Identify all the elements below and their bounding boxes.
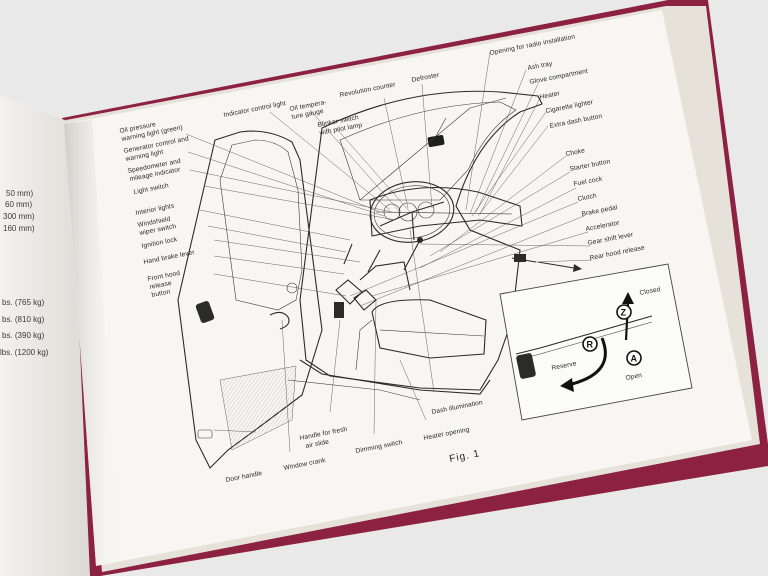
spec-item: 160 mm) — [3, 224, 35, 233]
label-front-hood-sub2: button — [151, 288, 171, 299]
label-clutch: Clutch — [577, 192, 597, 203]
label-closed: Closed — [639, 286, 661, 297]
label-choke: Choke — [565, 147, 586, 158]
spec-item: bs. (810 kg) — [2, 315, 45, 324]
fuel-cock-inset: Z R A Closed Open Reserve — [499, 263, 693, 421]
spec-item: 60 mm) — [5, 200, 32, 209]
car-interior-drawing — [177, 90, 582, 469]
spec-item: bs. (765 kg) — [2, 298, 45, 307]
label-reserve: Reserve — [551, 360, 577, 372]
label-open: Open — [625, 372, 643, 382]
label-fresh-air-handle-sub: air slide — [305, 439, 330, 450]
spec-item: lbs. (1200 kg) — [0, 348, 49, 357]
knob-z: Z — [621, 308, 627, 318]
gutter-shadow — [64, 120, 120, 566]
spec-item: bs. (390 kg) — [2, 331, 45, 340]
knob-r: R — [587, 340, 594, 350]
label-front-hood-sub: release — [149, 280, 172, 291]
spec-item: 300 mm) — [3, 212, 35, 221]
knob-a: A — [631, 354, 638, 364]
leader-lines — [185, 51, 593, 453]
label-ash-tray: Ash tray — [527, 60, 553, 72]
spec-list: 50 mm) 60 mm) 300 mm) 160 mm) bs. (765 k… — [0, 189, 49, 357]
spec-item: 50 mm) — [6, 189, 33, 198]
left-page — [0, 95, 90, 576]
label-heater: Heater — [539, 90, 561, 101]
